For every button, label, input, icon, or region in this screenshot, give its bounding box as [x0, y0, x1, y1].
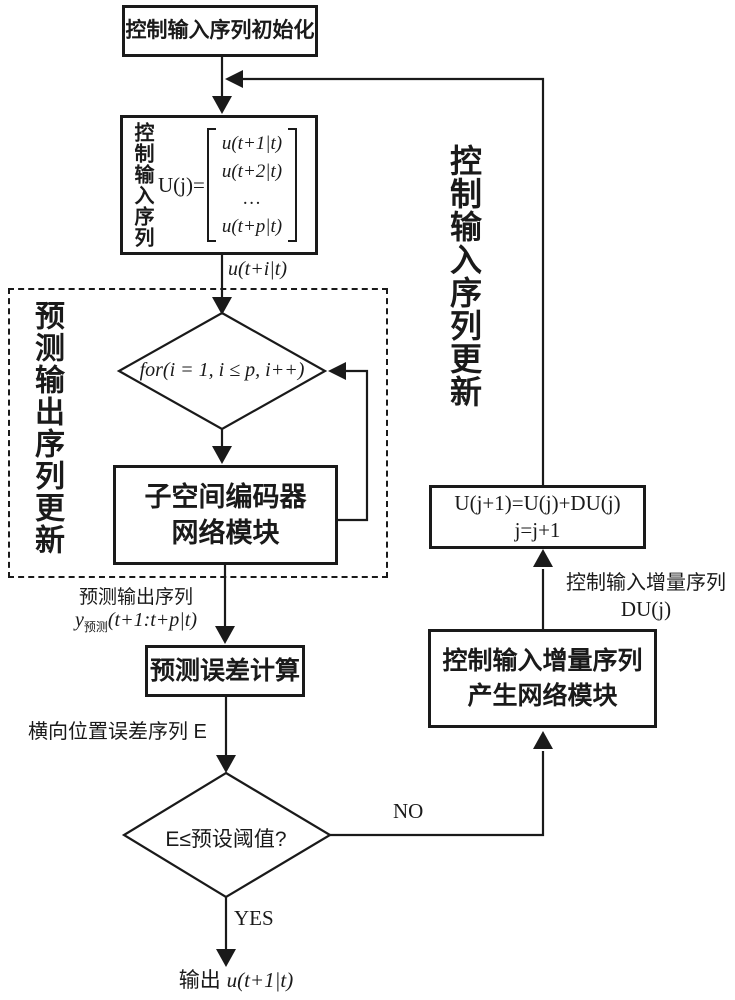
- arrowhead-yes-down: [216, 949, 236, 967]
- matrix-row: …: [243, 188, 261, 210]
- edge-encoder-loopback: [338, 369, 369, 522]
- increment-edge-label: 控制输入增量序列 DU(j): [558, 571, 734, 622]
- seq-update-line1: U(j+1)=U(j)+DU(j): [454, 490, 621, 515]
- left-group-title: 预测输出序列更新: [30, 300, 63, 556]
- matrix-left-bracket: [206, 128, 216, 242]
- init-box: 控制输入序列初始化: [122, 5, 318, 57]
- arrowhead-into-threshold: [216, 755, 236, 773]
- matrix-row: u(t+p|t): [221, 215, 283, 237]
- y-pred-args: (t+1:t+p|t): [107, 608, 198, 631]
- init-box-label: 控制输入序列初始化: [125, 18, 315, 42]
- error-calc-box: 预测误差计算: [145, 645, 305, 697]
- matrix-right-bracket: [288, 128, 298, 242]
- control-seq-side-label: 控制输入序列: [131, 122, 153, 248]
- edge-no-path: [330, 751, 545, 837]
- encoder-box-line1: 子空间编码器: [144, 481, 307, 512]
- yes-label: YES: [234, 906, 274, 930]
- matrix-row: u(t+1|t): [221, 133, 283, 155]
- encoder-box: 子空间编码器 网络模块: [113, 465, 338, 565]
- arrowhead-into-encoder: [212, 446, 232, 464]
- right-group-title: 控制输入序列更新: [446, 144, 482, 408]
- arrowheads: [212, 70, 553, 967]
- increment-edge-label-line2: DU(j): [620, 597, 672, 621]
- error-calc-label: 预测误差计算: [149, 657, 300, 685]
- arrowhead-loopback-left: [328, 362, 346, 380]
- lateral-error-label: 横向位置误差序列 E: [28, 721, 207, 743]
- arrowhead-feedback-left: [225, 70, 243, 88]
- arrowhead-into-error: [215, 626, 235, 644]
- pred-seq-label: 预测输出序列 y预测(t+1:t+p|t): [52, 587, 220, 635]
- matrix-row: u(t+2|t): [221, 160, 283, 182]
- output-label-cjk: 输出: [178, 969, 221, 992]
- increment-gen-line1: 控制输入增量序列: [442, 646, 643, 675]
- u-ti-label: u(t+i|t): [228, 258, 287, 280]
- increment-gen-box: 控制输入增量序列 产生网络模块: [428, 629, 657, 728]
- output-label: 输出 u(t+1|t): [156, 964, 316, 994]
- arrowhead-into-fordiamond: [212, 297, 232, 315]
- threshold-label: E≤预设阈值?: [165, 828, 287, 851]
- control-seq-prefix: U(j)=: [158, 172, 205, 197]
- connector-lines: [116, 57, 545, 951]
- y-pred-subscript: 预测: [83, 619, 108, 634]
- encoder-box-line2: 网络模块: [171, 518, 280, 548]
- increment-edge-label-line1: 控制输入增量序列: [566, 572, 726, 594]
- control-seq-box: 控制输入序列 U(j)= u(t+1|t) u(t+2|t) … u(t+p|t…: [120, 115, 318, 255]
- arrowhead-down-into-seq: [212, 96, 232, 114]
- seq-update-box: U(j+1)=U(j)+DU(j) j=j+1: [429, 485, 646, 549]
- y-pred-base: y: [74, 608, 84, 631]
- arrowhead-update-up: [533, 549, 553, 567]
- no-label: NO: [393, 799, 424, 823]
- arrowhead-no-up: [533, 731, 553, 749]
- seq-update-line2: j=j+1: [514, 518, 561, 542]
- predicted-output-group-box: [8, 288, 388, 578]
- output-label-formula: u(t+1|t): [226, 968, 294, 992]
- increment-gen-line2: 产生网络模块: [467, 681, 618, 710]
- control-seq-matrix: u(t+1|t) u(t+2|t) … u(t+p|t): [206, 128, 298, 242]
- pred-seq-formula: y预测(t+1:t+p|t): [52, 609, 220, 635]
- edge-feedback-loop: [243, 77, 545, 485]
- for-loop-label: for(i = 1, i ≤ p, i++): [139, 359, 305, 381]
- pred-seq-label-line1: 预测输出序列: [78, 587, 193, 608]
